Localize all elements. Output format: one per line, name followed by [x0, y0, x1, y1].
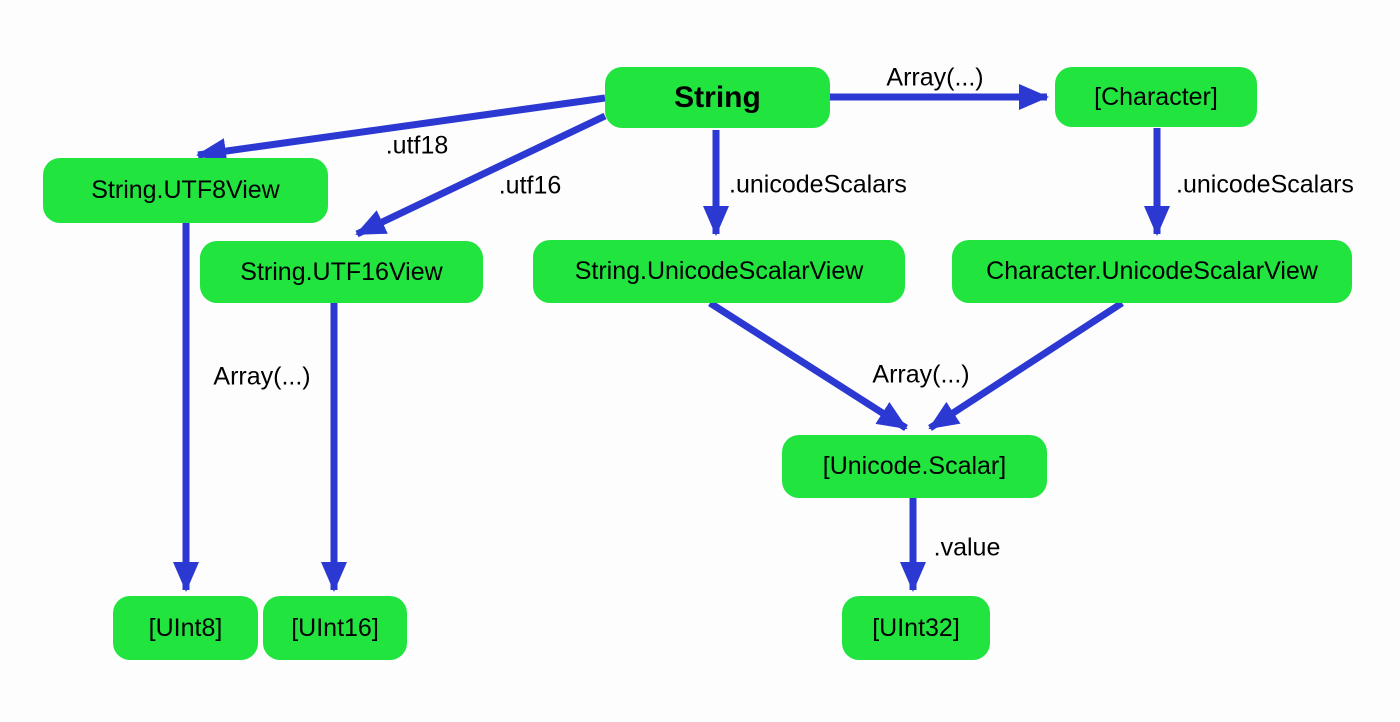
node-uint16-array: [UInt16]: [263, 596, 407, 660]
edge-label-value: .value: [933, 533, 1001, 562]
node-uint32-array: [UInt32]: [842, 596, 990, 660]
node-string-unicodescalarview: String.UnicodeScalarView: [533, 240, 905, 303]
edge-label-unicodescalars-center: .unicodeScalars: [729, 170, 907, 199]
edge-string-to-string-utf16view: [355, 112, 607, 238]
node-string-utf16view: String.UTF16View: [200, 241, 483, 303]
node-string: String: [605, 67, 830, 128]
edge-label-array-top: Array(...): [886, 63, 984, 92]
edge-label-unicodescalars-right: .unicodeScalars: [1176, 170, 1354, 199]
edge-label-utf18: .utf18: [385, 131, 449, 160]
edge-string-unicodescalarview-to-unicode-scalar-array: [708, 300, 908, 431]
node-uint8-array: [UInt8]: [113, 596, 258, 660]
edge-character-unicodescalarview-to-unicode-scalar-array: [928, 300, 1124, 431]
edge-label-utf16: .utf16: [498, 171, 562, 200]
node-character-array: [Character]: [1055, 67, 1257, 127]
edge-label-array-center: Array(...): [872, 360, 970, 389]
edge-label-array-left: Array(...): [213, 362, 311, 391]
edge-string-to-string-utf8view: [196, 94, 606, 164]
node-string-utf8view: String.UTF8View: [43, 158, 328, 223]
node-unicode-scalar-array: [Unicode.Scalar]: [782, 435, 1047, 498]
node-character-unicodescalarview: Character.UnicodeScalarView: [952, 240, 1352, 303]
